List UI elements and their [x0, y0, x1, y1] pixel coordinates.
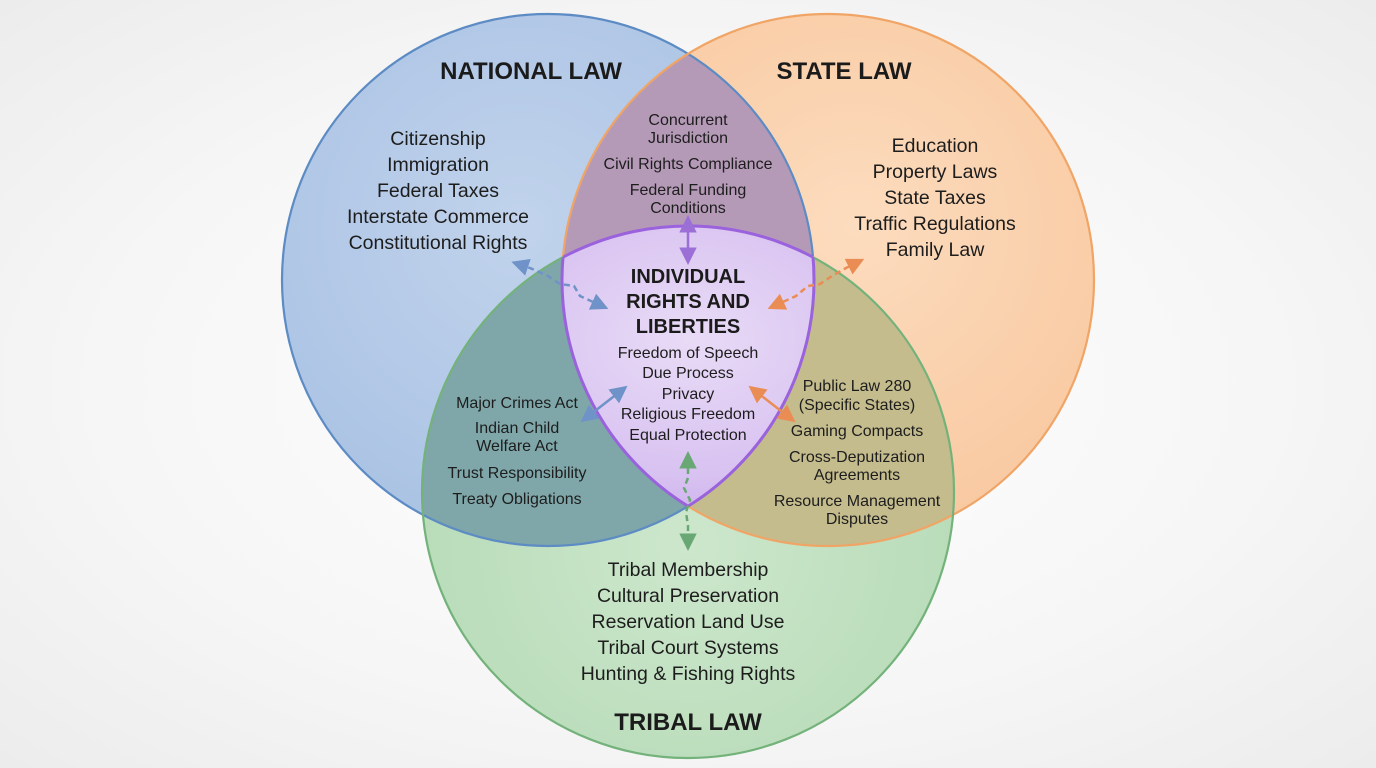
state-tribal-item: Resource Management [774, 493, 941, 510]
national-state-item: Federal Funding [630, 182, 747, 199]
national-state-items: Concurrent Jurisdiction Civil Rights Com… [604, 112, 773, 217]
national-item: Federal Taxes [377, 180, 499, 202]
center-item: Privacy [662, 386, 714, 403]
tribal-item: Tribal Membership [608, 559, 769, 581]
connector-arrows [511, 215, 865, 551]
center-item: Due Process [642, 365, 734, 382]
state-tribal-items: Public Law 280 (Specific States) Gaming … [774, 378, 941, 528]
tribal-item: Cultural Preservation [597, 585, 779, 607]
national-tribal-item: Welfare Act [476, 438, 558, 455]
state-tribal-item: Public Law 280 [803, 378, 912, 395]
state-tribal-item: Agreements [814, 467, 900, 484]
national-tribal-item: Treaty Obligations [452, 491, 581, 508]
center-item: Freedom of Speech [618, 345, 759, 362]
state-item: Education [892, 135, 979, 157]
center-item: Religious Freedom [621, 406, 755, 423]
national-item: Interstate Commerce [347, 206, 529, 228]
national-item: Immigration [387, 154, 489, 176]
state-item: Traffic Regulations [854, 213, 1016, 235]
national-law-items: Citizenship Immigration Federal Taxes In… [347, 128, 529, 254]
national-state-item: Civil Rights Compliance [604, 156, 773, 173]
national-tribal-item: Trust Responsibility [447, 465, 586, 482]
national-tribal-items: Major Crimes Act Indian Child Welfare Ac… [447, 395, 586, 508]
national-tribal-item: Indian Child [475, 420, 560, 437]
state-tribal-item: Disputes [826, 511, 888, 528]
arrow-center-tribal [679, 451, 697, 551]
tribal-item: Reservation Land Use [592, 611, 785, 633]
national-item: Citizenship [390, 128, 486, 150]
center-title-line: LIBERTIES [636, 316, 740, 338]
state-law-title: STATE LAW [776, 58, 911, 85]
tribal-law-title: TRIBAL LAW [614, 709, 762, 736]
tribal-law-items: Tribal Membership Cultural Preservation … [581, 559, 796, 685]
state-item: Family Law [886, 239, 986, 261]
center-item: Equal Protection [629, 427, 746, 444]
national-law-title: NATIONAL LAW [440, 58, 622, 85]
tribal-item: Tribal Court Systems [597, 637, 779, 659]
arrow-center-national [511, 259, 609, 310]
state-law-items: Education Property Laws State Taxes Traf… [854, 135, 1016, 261]
state-tribal-item: Cross-Deputization [789, 449, 925, 466]
arrow-center-state-tribal [748, 385, 796, 423]
state-tribal-item: (Specific States) [799, 397, 915, 414]
tribal-item: Hunting & Fishing Rights [581, 663, 796, 685]
individual-rights-block: INDIVIDUAL RIGHTS AND LIBERTIES Freedom … [618, 266, 759, 444]
national-tribal-item: Major Crimes Act [456, 395, 578, 412]
center-title-line: INDIVIDUAL [631, 266, 745, 288]
national-state-item: Concurrent [648, 112, 728, 129]
national-state-item: Jurisdiction [648, 130, 728, 147]
center-title-line: RIGHTS AND [626, 291, 750, 313]
state-item: Property Laws [873, 161, 998, 183]
state-tribal-item: Gaming Compacts [791, 423, 924, 440]
national-state-item: Conditions [650, 200, 726, 217]
state-item: State Taxes [884, 187, 986, 209]
arrow-center-state [767, 258, 865, 310]
national-item: Constitutional Rights [349, 232, 528, 254]
arrow-center-national-tribal [580, 385, 628, 423]
